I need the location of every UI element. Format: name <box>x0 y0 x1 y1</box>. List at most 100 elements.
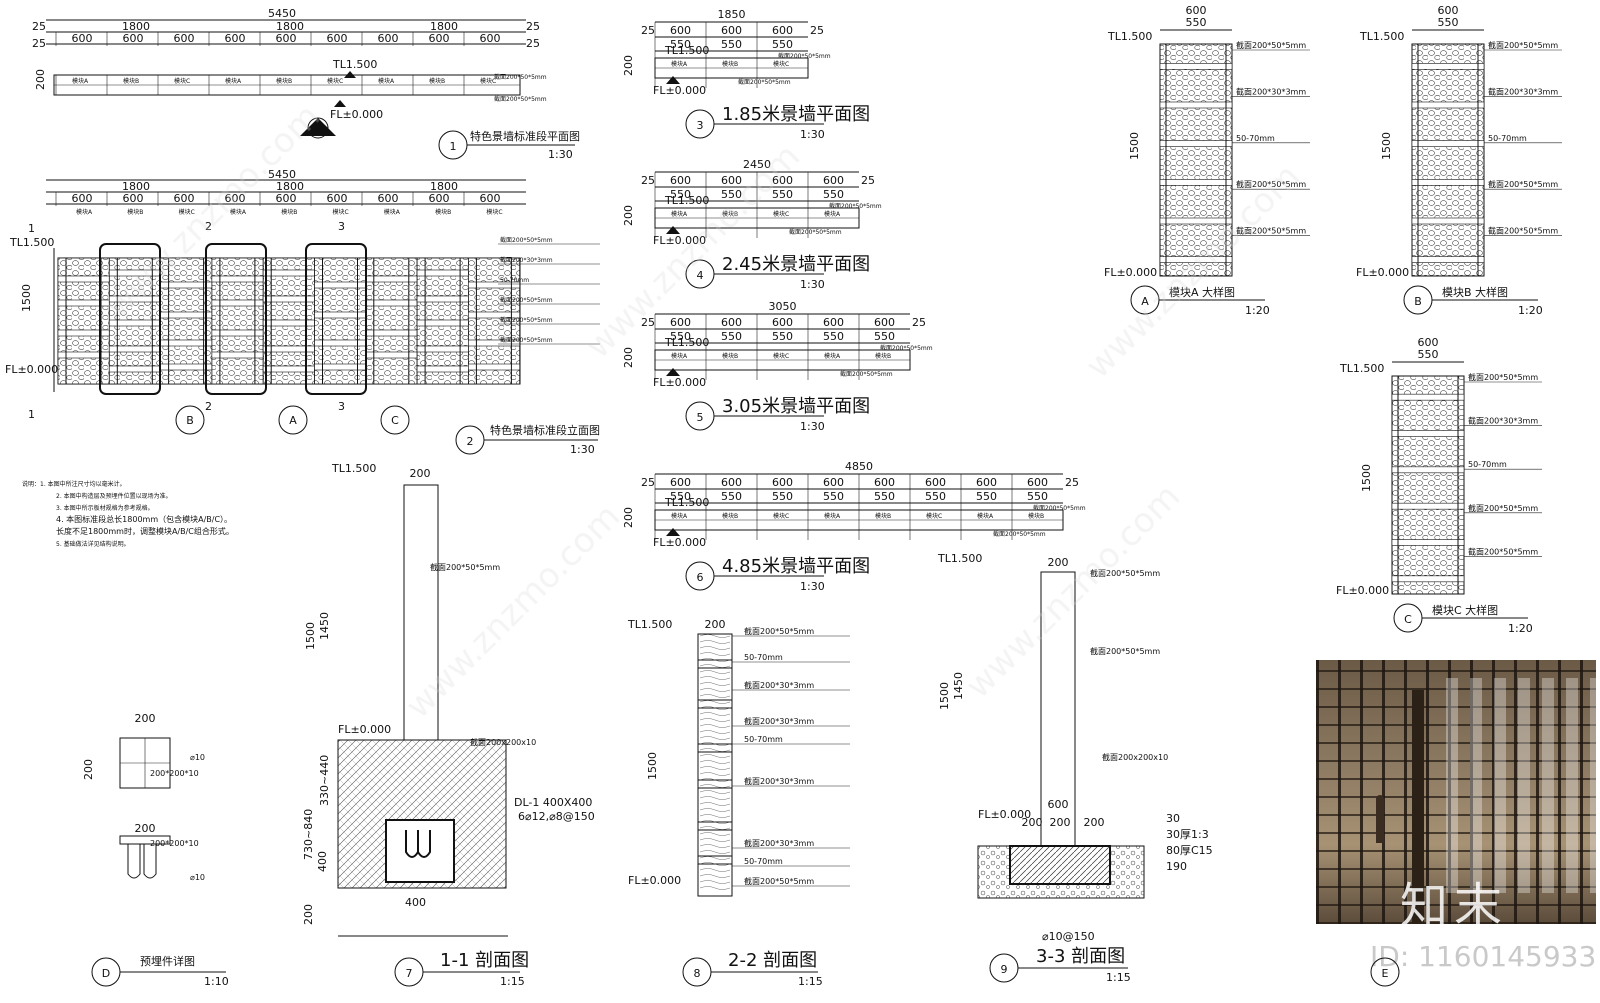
module-label: 模块B <box>281 208 297 216</box>
svg-text:4: 4 <box>697 269 704 282</box>
svg-text:25: 25 <box>641 476 655 489</box>
svg-text:200: 200 <box>410 467 431 480</box>
plan-title: 3.05米景墙平面图 <box>722 396 870 417</box>
svg-text:50-70mm: 50-70mm <box>744 857 783 866</box>
module-label: 模块C <box>926 512 942 520</box>
dim-600: 600 <box>174 32 195 45</box>
svg-text:A: A <box>289 414 297 427</box>
svg-text:1:20: 1:20 <box>1508 622 1533 635</box>
photo-light <box>1446 678 1596 893</box>
svg-text:550: 550 <box>1438 16 1459 29</box>
svg-text:FL±0.000: FL±0.000 <box>653 536 706 549</box>
svg-text:1500: 1500 <box>304 622 317 650</box>
svg-text:200: 200 <box>34 69 47 90</box>
svg-text:200*200*10: 200*200*10 <box>150 839 199 848</box>
svg-text:截面200*50*5mm: 截面200*50*5mm <box>1236 226 1306 236</box>
svg-text:25: 25 <box>641 24 655 37</box>
dim-600: 600 <box>327 32 348 45</box>
total-width: 4850 <box>845 460 873 473</box>
svg-text:截面200*50*5mm: 截面200*50*5mm <box>840 370 893 378</box>
svg-text:截面200*50*5mm: 截面200*50*5mm <box>738 78 791 86</box>
svg-text:截面200x200x10: 截面200x200x10 <box>1102 752 1168 762</box>
svg-text:8: 8 <box>694 967 701 980</box>
svg-text:550: 550 <box>976 490 997 503</box>
svg-text:600: 600 <box>823 174 844 187</box>
svg-text:特色景墙标准段立面图: 特色景墙标准段立面图 <box>490 423 600 437</box>
svg-text:200: 200 <box>135 822 156 835</box>
svg-text:截面200*50*5mm: 截面200*50*5mm <box>494 95 547 103</box>
svg-text:1:15: 1:15 <box>1106 971 1131 984</box>
svg-text:1:20: 1:20 <box>1245 304 1270 317</box>
svg-text:1:20: 1:20 <box>1518 304 1543 317</box>
svg-text:25: 25 <box>526 37 540 50</box>
svg-text:截面200*50*5mm: 截面200*50*5mm <box>1488 40 1558 50</box>
svg-text:25: 25 <box>810 24 824 37</box>
svg-text:1:15: 1:15 <box>500 975 525 988</box>
svg-text:600: 600 <box>925 476 946 489</box>
svg-text:50-70mm: 50-70mm <box>744 735 783 744</box>
module-label: 模块A <box>671 210 688 218</box>
module-label: 模块C <box>174 77 190 85</box>
svg-text:600: 600 <box>874 476 895 489</box>
total-width: 1850 <box>718 8 746 21</box>
svg-text:25: 25 <box>1065 476 1079 489</box>
module-label: 模块C <box>773 60 789 68</box>
svg-text:600: 600 <box>670 316 691 329</box>
svg-text:600: 600 <box>670 476 691 489</box>
module-label: 模块B <box>276 77 292 85</box>
svg-text:截面200*50*5mm: 截面200*50*5mm <box>778 52 831 60</box>
svg-text:550: 550 <box>925 490 946 503</box>
svg-text:⌀10: ⌀10 <box>190 873 205 882</box>
svg-text:截面200*50*5mm: 截面200*50*5mm <box>494 73 547 81</box>
svg-text:1:15: 1:15 <box>798 975 823 988</box>
module-label: 模块C <box>773 210 789 218</box>
svg-text:200: 200 <box>1022 816 1043 829</box>
module-label: 模块B <box>1028 512 1044 520</box>
svg-text:长度不足1800mm时，调整模块A/B/C组合形式。: 长度不足1800mm时，调整模块A/B/C组合形式。 <box>56 526 234 536</box>
drawing-1-title: 特色景墙标准段平面图 <box>470 129 580 143</box>
module-label: 模块B <box>875 512 891 520</box>
svg-text:截面200*30*3mm: 截面200*30*3mm <box>744 716 814 726</box>
svg-text:FL±0.000: FL±0.000 <box>330 108 383 121</box>
svg-text:600: 600 <box>670 174 691 187</box>
section-1-1: TL1.500 200 FL±0.000 截面200x200x10 截面200*… <box>302 462 595 988</box>
plan-title: 1.85米景墙平面图 <box>722 104 870 125</box>
module-label: 模块A <box>977 512 994 520</box>
module-label: 模块B <box>722 210 738 218</box>
svg-text:C: C <box>1404 613 1412 626</box>
dim-600: 600 <box>72 192 93 205</box>
svg-text:1:30: 1:30 <box>800 420 825 433</box>
callout-label: 50-70mm <box>500 277 529 284</box>
dim-600: 600 <box>429 192 450 205</box>
svg-text:5: 5 <box>697 411 704 424</box>
svg-text:80厚C15: 80厚C15 <box>1166 844 1213 857</box>
svg-text:200: 200 <box>82 759 95 780</box>
svg-text:600: 600 <box>721 174 742 187</box>
svg-text:TL1.500: TL1.500 <box>664 44 709 57</box>
svg-text:1800: 1800 <box>276 180 304 193</box>
svg-text:550: 550 <box>1027 490 1048 503</box>
svg-text:截面200*50*5mm: 截面200*50*5mm <box>744 876 814 886</box>
svg-text:TL1.500: TL1.500 <box>627 618 672 631</box>
dim-600: 600 <box>276 192 297 205</box>
svg-text:600: 600 <box>772 476 793 489</box>
module-label: 模块A <box>671 512 688 520</box>
svg-text:截面200*50*5mm: 截面200*50*5mm <box>1090 646 1160 656</box>
svg-text:200: 200 <box>135 712 156 725</box>
svg-text:截面200*50*5mm: 截面200*50*5mm <box>789 228 842 236</box>
svg-text:截面200*30*3mm: 截面200*30*3mm <box>1468 416 1538 426</box>
plan-d6: 4850600550600550600550600550600550600550… <box>622 460 1086 593</box>
svg-text:1450: 1450 <box>952 672 965 700</box>
svg-text:FL±0.000: FL±0.000 <box>653 234 706 247</box>
svg-text:说明：1. 本图中所注尺寸均以毫米计。: 说明：1. 本图中所注尺寸均以毫米计。 <box>22 480 126 488</box>
photo-screen-pattern <box>1316 660 1596 924</box>
svg-text:550: 550 <box>670 188 691 201</box>
svg-text:截面200*50*5mm: 截面200*50*5mm <box>1090 568 1160 578</box>
svg-text:截面200*30*3mm: 截面200*30*3mm <box>744 776 814 786</box>
module-label: 模块B <box>429 77 445 85</box>
svg-text:1: 1 <box>450 140 457 153</box>
module-label: 模块C <box>480 77 496 85</box>
